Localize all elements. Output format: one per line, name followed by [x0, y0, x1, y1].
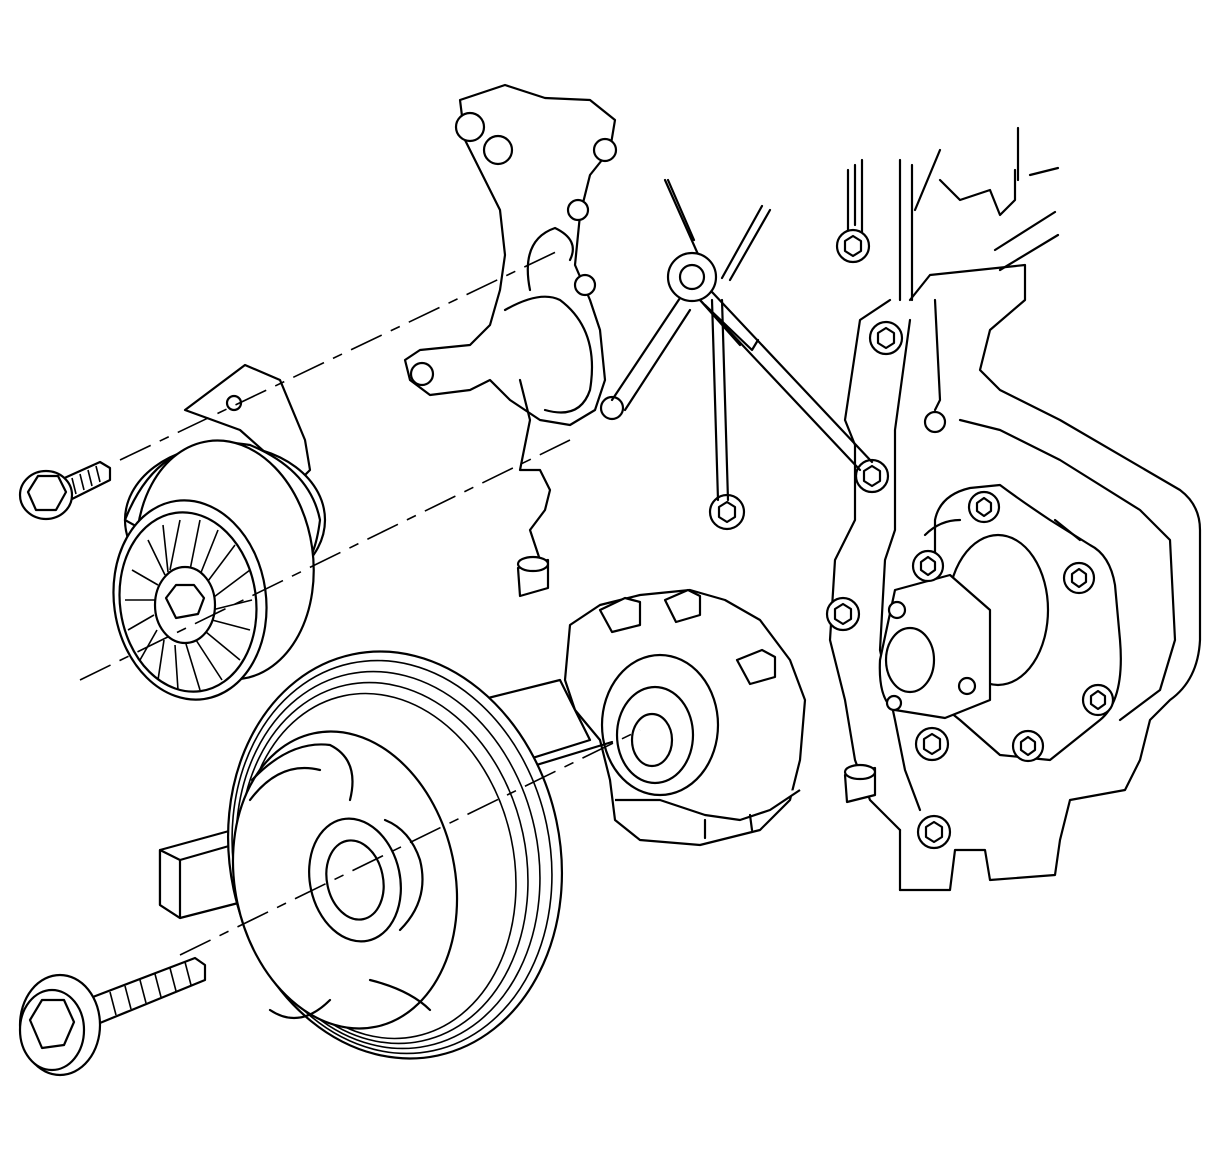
cover-bolt-6 — [916, 814, 952, 850]
crankshaft-balancer — [226, 650, 564, 1060]
cover-bolt-3 — [854, 458, 890, 494]
dowel-pins — [516, 555, 877, 804]
cover-bolt-5 — [914, 726, 950, 762]
accessory-bracket — [403, 83, 625, 562]
tensioner-bolt — [18, 460, 112, 521]
cover-bolt-group — [708, 228, 952, 850]
oil-pump — [563, 588, 807, 847]
cover-bolt-1 — [835, 228, 871, 264]
belt-tensioner — [112, 363, 327, 701]
cover-bolt-7 — [708, 493, 746, 531]
balancer-bolt — [18, 956, 207, 1077]
assembly-centerlines — [79, 249, 641, 956]
tensioner-arm — [610, 178, 874, 502]
cover-bolt-4 — [825, 596, 861, 632]
pulley-spokes — [125, 519, 253, 691]
water-pump — [878, 483, 1122, 763]
cover-bolt-2 — [868, 320, 904, 356]
